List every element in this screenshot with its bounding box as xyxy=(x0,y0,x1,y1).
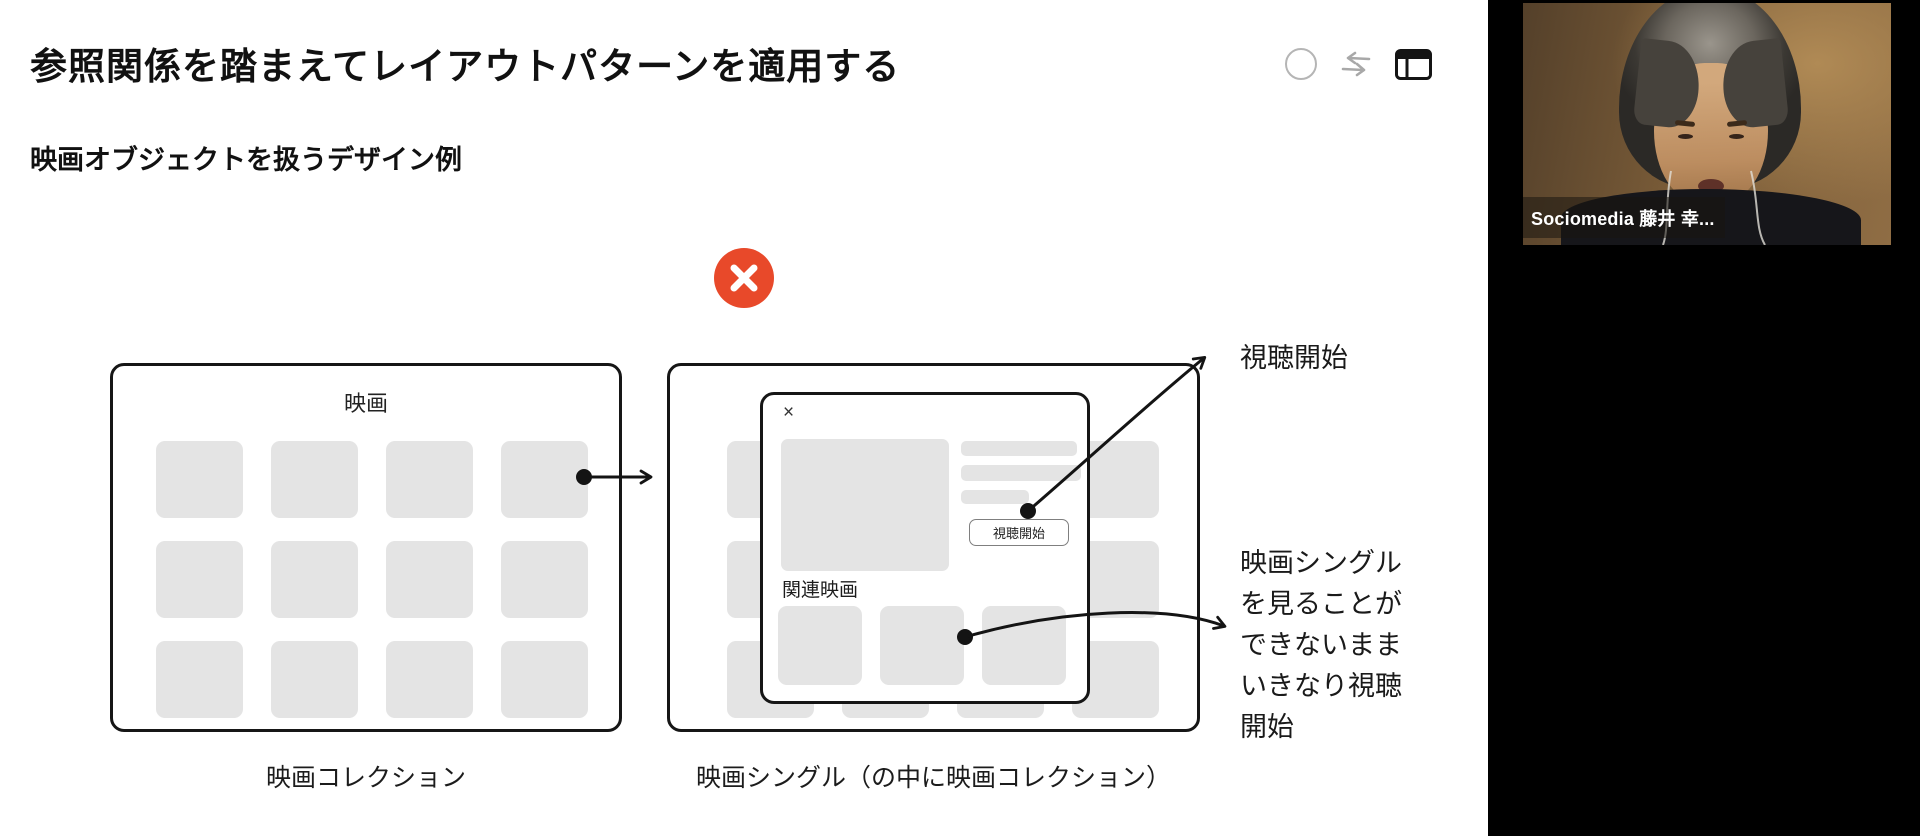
panel-title: 映画 xyxy=(343,391,388,416)
movie-thumbnail xyxy=(386,541,473,618)
related-movie-thumbnail xyxy=(982,606,1066,685)
text-line-placeholder xyxy=(961,441,1077,456)
movie-single-panel: × 視聴開始 関連映画 xyxy=(667,363,1200,732)
movie-thumbnail xyxy=(271,641,358,718)
related-movies-heading: 関連映画 xyxy=(782,580,859,601)
related-movie-thumbnail xyxy=(880,606,964,685)
person-eye xyxy=(1678,134,1693,139)
hero-image-placeholder xyxy=(781,439,949,571)
circle-icon[interactable] xyxy=(1285,48,1317,80)
movie-thumbnail xyxy=(156,541,243,618)
movie-thumbnail xyxy=(501,441,588,518)
movie-detail-modal: × 視聴開始 関連映画 xyxy=(760,392,1090,704)
participant-name-label: Sociomedia 藤井 幸... xyxy=(1523,197,1725,238)
page-title: 参照関係を踏まえてレイアウトパターンを適用する xyxy=(30,46,901,87)
close-icon[interactable]: × xyxy=(783,402,795,423)
slide-subtitle: 映画オブジェクトを扱うデザイン例 xyxy=(30,145,462,175)
annotation-problem-text: 映画シングル を見ることが できないまま いきなり視聴 開始 xyxy=(1240,548,1402,742)
related-movie-thumbnail xyxy=(778,606,862,685)
movie-collection-grid xyxy=(156,441,588,718)
person-eye xyxy=(1729,134,1744,139)
participant-name-text: Sociomedia 藤井 幸... xyxy=(1531,208,1715,229)
text-line-placeholder xyxy=(961,490,1029,504)
video-panel: Sociomedia 藤井 幸... xyxy=(1488,0,1920,836)
webcam-video[interactable]: Sociomedia 藤井 幸... xyxy=(1523,3,1891,245)
movie-thumbnail xyxy=(386,641,473,718)
movie-thumbnail xyxy=(501,641,588,718)
movie-thumbnail xyxy=(386,441,473,518)
movie-thumbnail xyxy=(271,441,358,518)
movie-collection-caption: 映画コレクション xyxy=(265,764,466,792)
slide-toolbar xyxy=(1285,48,1432,80)
movie-single-caption: 映画シングル（の中に映画コレクション） xyxy=(695,764,1171,792)
watch-start-button[interactable]: 視聴開始 xyxy=(969,519,1069,546)
text-line-placeholder xyxy=(961,465,1081,481)
movie-thumbnail xyxy=(501,541,588,618)
swap-arrows-icon[interactable] xyxy=(1340,51,1372,77)
related-movies-row xyxy=(778,606,1066,685)
presentation-slide: 参照関係を踏まえてレイアウトパターンを適用する 映画オブジェクトを扱うデザイン例 xyxy=(30,46,1432,792)
layout-window-icon[interactable] xyxy=(1395,48,1432,80)
annotation-watch-start: 視聴開始 xyxy=(1240,343,1348,373)
movie-thumbnail xyxy=(271,541,358,618)
movie-thumbnail xyxy=(156,441,243,518)
movie-collection-panel: 映画 xyxy=(110,363,622,732)
error-x-icon xyxy=(714,248,774,308)
movie-thumbnail xyxy=(156,641,243,718)
